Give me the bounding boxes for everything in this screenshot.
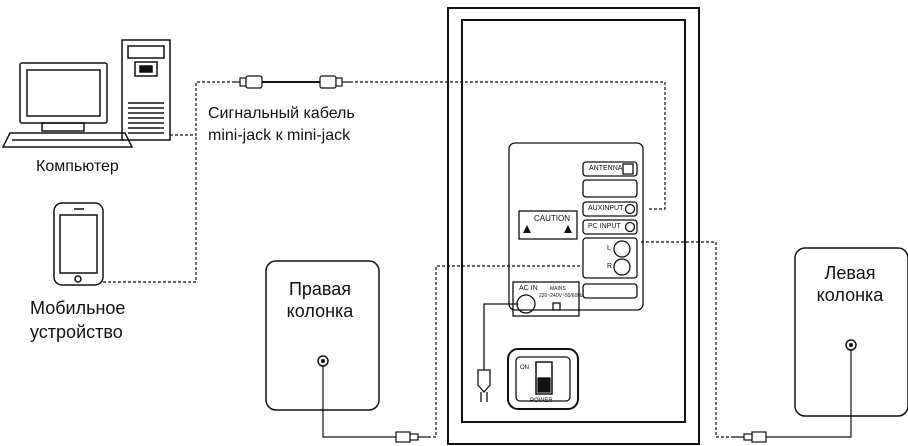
left-speaker-cable [734, 350, 852, 443]
subwoofer-unit [447, 7, 700, 445]
out-r-label: R [607, 263, 613, 270]
left-speaker-label-line2: колонка [816, 285, 884, 305]
right-speaker-label-line2: колонка [286, 301, 354, 321]
computer-label: Компьютер [36, 158, 119, 175]
mobile-device-label: Мобильное устройство [30, 296, 125, 344]
power-plug-icon [477, 369, 491, 402]
mobile-label-line2: устройство [30, 322, 123, 342]
caution-label: CAUTION [534, 214, 570, 223]
right-speaker-dashed-cable [428, 265, 580, 438]
warning-icon [523, 225, 572, 233]
mini-jack-cable [232, 75, 350, 89]
cable-label-line2: mini-jack к mini-jack [208, 127, 351, 144]
cable-label-line1: Сигнальный кабель [208, 105, 355, 122]
right-speaker-cable [322, 366, 428, 443]
right-speaker-label-line1: Правая [288, 279, 352, 299]
computer-monitor-icon [19, 62, 108, 132]
rear-panel [508, 142, 644, 317]
mini-jack-plug-icon [232, 75, 263, 89]
power-cord [477, 303, 518, 402]
ac-in-label: AC IN [519, 285, 538, 292]
left-speaker-label-line1: Левая [824, 263, 876, 283]
right-speaker-label: Правая колонка [260, 278, 380, 322]
power-label: POWER [530, 398, 553, 404]
keyboard-icon [1, 132, 134, 148]
on-label: ON [520, 365, 529, 371]
mains-spec-label: 220~240V~50/60Hz [539, 293, 584, 299]
left-speaker-label: Левая колонка [790, 262, 908, 306]
pc-input-label: PC INPUT [588, 223, 621, 230]
mains-label: MAINS [550, 286, 566, 292]
antenna-label: ANTENNA [589, 165, 623, 172]
power-switch [507, 348, 579, 410]
signal-cable-label: Сигнальный кабель mini-jack к mini-jack [208, 103, 355, 147]
aux-input-label: AUXINPUT [588, 205, 624, 212]
out-l-label: L [607, 245, 611, 252]
left-speaker-dashed-cable [640, 241, 734, 438]
mobile-label-line1: Мобильное [30, 298, 126, 318]
signal-cable [103, 81, 666, 283]
mini-jack-plug-icon [319, 75, 350, 89]
smartphone-icon [53, 202, 104, 286]
pc-tower-icon [121, 39, 171, 141]
